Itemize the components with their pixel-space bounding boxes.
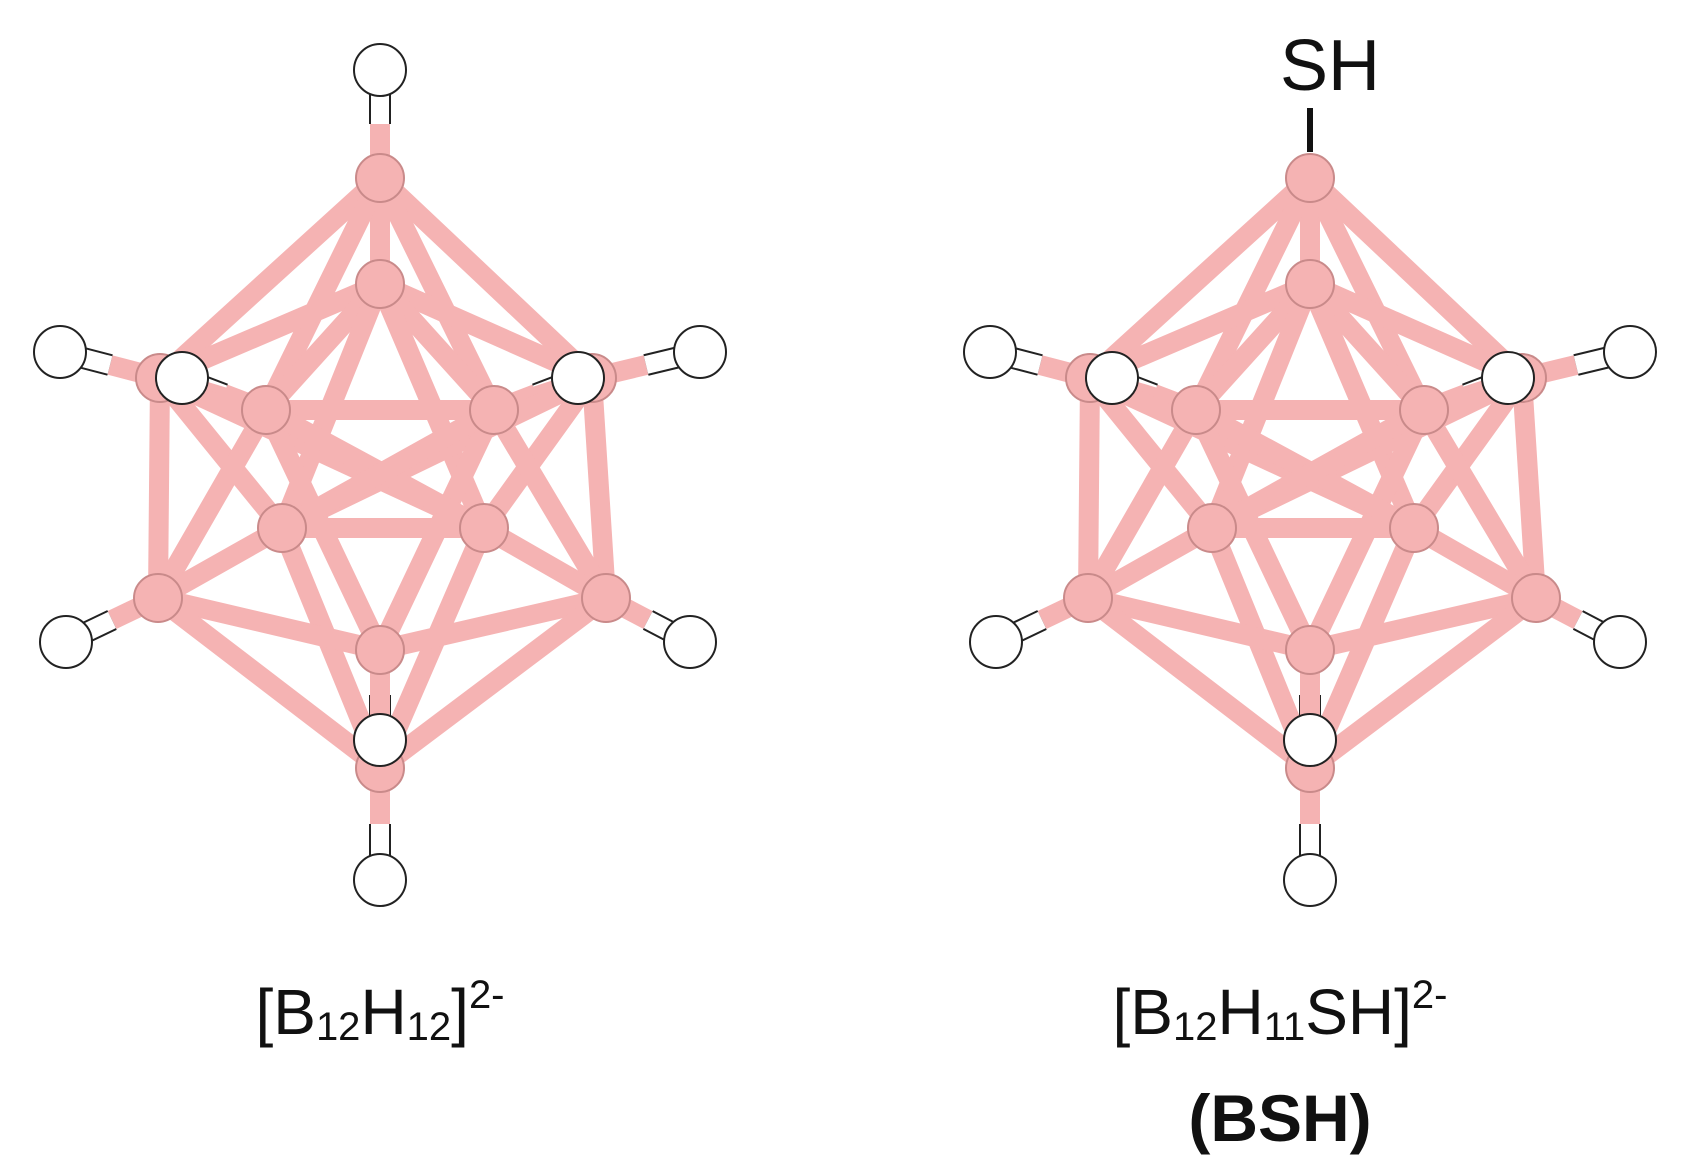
formula-h: H [360,976,407,1048]
formula-open: [B [255,976,316,1048]
bb-bond [272,400,504,538]
formula-charge: 2- [1411,973,1448,1017]
bb-bond [582,368,616,608]
formula-close: ] [1394,976,1412,1048]
bb-bond [484,400,616,608]
bb-bond [1300,168,1532,388]
bb-bond [1300,588,1546,778]
formula-open: [B [1112,976,1173,1048]
bb-bond [148,588,390,778]
hydrogen-atom [663,615,717,669]
bb-bond [370,168,602,388]
hydrogen-atom [353,853,407,907]
boron-atom [241,385,291,435]
boron-atom [581,573,631,623]
hydrogen-atom [1283,713,1337,767]
boron-atom [1399,385,1449,435]
hydrogen-atom [673,325,727,379]
boron-atom [257,503,307,553]
hydrogen-atom [551,351,605,405]
bsh-molecule [963,108,1657,907]
boron-atom [1511,573,1561,623]
formula-sh: SH [1305,976,1395,1048]
hydrogen-atom [353,43,407,97]
bb-bond [150,168,390,388]
boron-atom [1285,625,1335,675]
formula-charge: 2- [468,973,505,1017]
boron-atom [133,573,183,623]
formula-close: ] [451,976,469,1048]
hydrogen-atom [963,325,1017,379]
bb-bond [370,168,504,420]
sh-substituent-label: SH [1279,26,1381,106]
boron-atom [1187,503,1237,553]
boron-atom [1285,259,1335,309]
bb-bond [148,368,170,608]
formula-h-count: 12 [406,1005,452,1049]
boron-atom [1389,503,1439,553]
boron-atom [459,503,509,553]
hydrogen-atom [33,325,87,379]
bb-bond [1300,588,1546,660]
bb-bond [1078,368,1100,608]
formula-h: H [1217,976,1264,1048]
bb-bond [1080,168,1320,388]
bb-bond [256,168,390,420]
bb-bond [370,588,616,660]
hydrogen-atom [353,713,407,767]
formula-b-count: 12 [315,1005,361,1049]
hydrogen-atom [969,615,1023,669]
hydrogen-atom [1593,615,1647,669]
boron-atom [1171,385,1221,435]
bb-bond [1300,168,1434,420]
bb-bond [1078,400,1206,608]
bb-bond [148,400,276,608]
boron-atom [355,625,405,675]
bb-bond [1078,588,1320,660]
formula-b-count: 12 [1172,1005,1218,1049]
bb-bond [148,588,390,660]
bb-bond [1186,168,1320,420]
bb-bond [1078,588,1320,778]
bsh-abbreviation-label: (BSH) [1188,1081,1372,1155]
b12h12-molecule [33,43,727,907]
hydrogen-atom [155,351,209,405]
bb-bond [1512,368,1546,608]
hydrogen-atom [1481,351,1535,405]
boron-atom [1285,153,1335,203]
bb-bond [1414,400,1546,608]
hydrogen-atom [1085,351,1139,405]
hydrogen-atom [1283,853,1337,907]
bb-bond [1202,400,1434,538]
bsh-formula-label: [B12H11SH]2- [1060,975,1500,1047]
bb-bond [370,588,616,778]
hydrogen-atom [39,615,93,669]
b12h12-formula-label: [B12H12]2- [160,975,600,1047]
hydrogen-atom [1603,325,1657,379]
formula-h-count: 11 [1263,1005,1306,1049]
boron-atom [1063,573,1113,623]
boron-atom [355,259,405,309]
boron-atom [355,153,405,203]
boron-atom [469,385,519,435]
